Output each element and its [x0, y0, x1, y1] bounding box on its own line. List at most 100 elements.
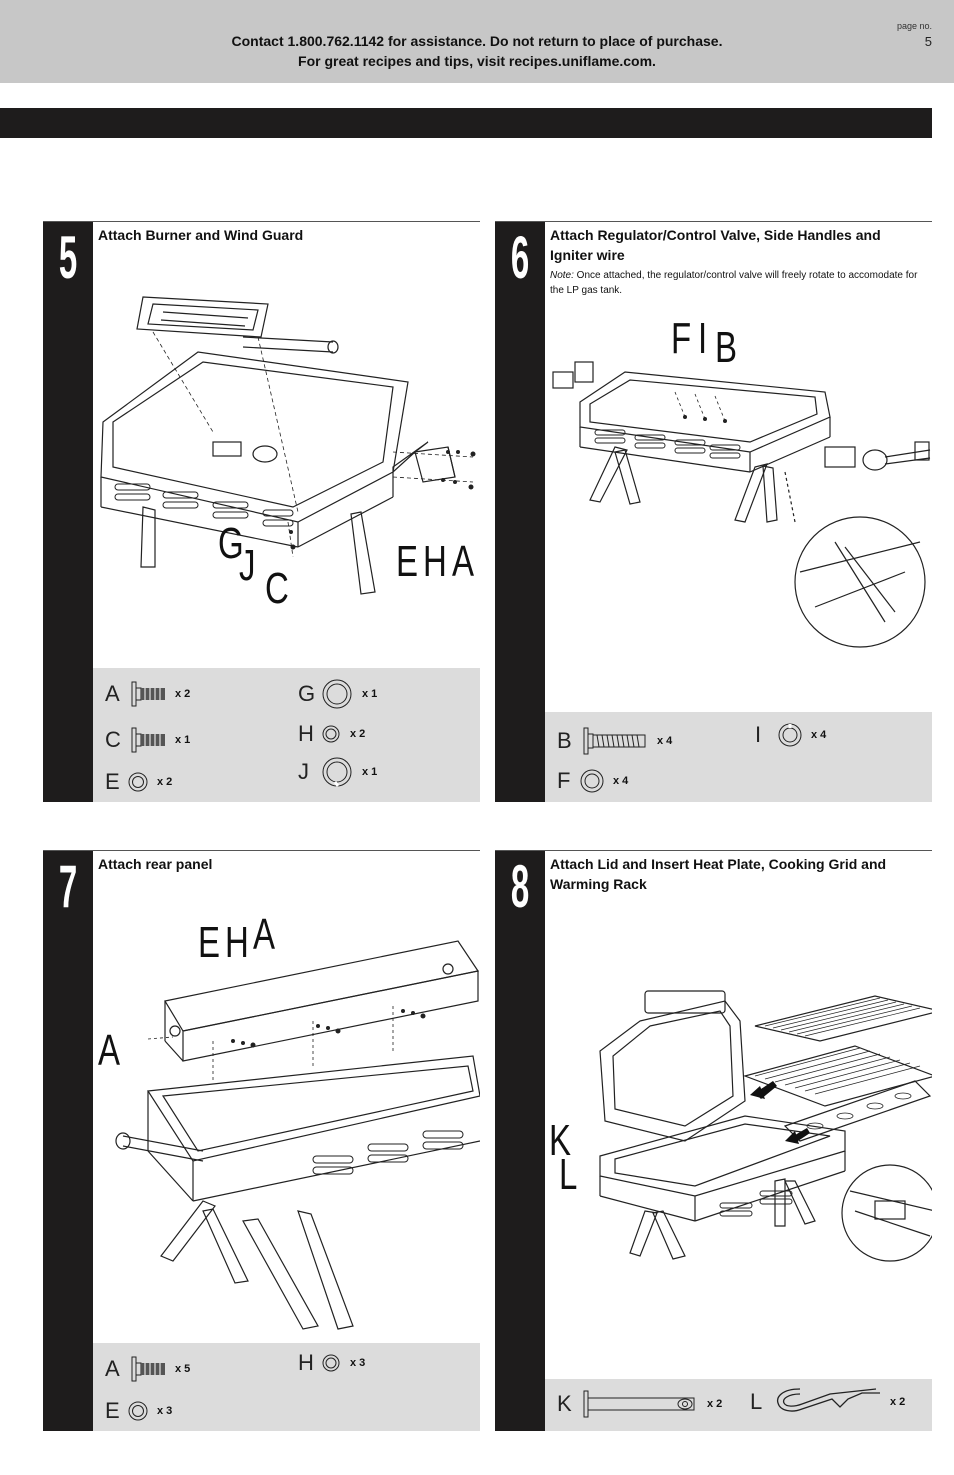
callout-f: F	[671, 314, 692, 363]
part-quantity: x 2	[175, 688, 191, 700]
part-letter: C	[105, 727, 121, 752]
part-quantity: x 2	[707, 1398, 723, 1410]
callout-e: E	[396, 537, 419, 586]
callout-h: H	[225, 918, 249, 967]
part-quantity: x 5	[175, 1363, 191, 1375]
part-j: J x 1	[298, 756, 377, 788]
section-band	[0, 108, 932, 138]
part-letter: L	[750, 1389, 763, 1414]
callout-a-left: A	[98, 1026, 121, 1075]
part-h: H x 3	[298, 1351, 365, 1375]
contact-line-1: Contact 1.800.762.1142 for assistance. D…	[231, 33, 723, 49]
part-k: K x 2	[557, 1389, 722, 1419]
washer-icon	[127, 1400, 149, 1422]
part-h: H x 2	[298, 722, 365, 746]
part-quantity: x 1	[362, 766, 378, 778]
part-letter: A	[105, 1356, 120, 1381]
step-number-bar: 6	[495, 222, 545, 802]
part-quantity: x 1	[175, 734, 191, 746]
long-screw-icon	[579, 726, 649, 756]
rear-panel-illustration	[93, 931, 480, 1343]
bolt-icon	[127, 1355, 167, 1383]
part-letter: G	[298, 681, 316, 706]
part-b: B x 4	[557, 726, 672, 756]
step-6: 6 Attach Regulator/Control Valve, Side H…	[495, 221, 932, 802]
callout-j: J	[239, 541, 256, 590]
washer-icon	[579, 768, 605, 794]
burner-assembly-illustration	[93, 282, 480, 668]
part-quantity: x 3	[350, 1357, 366, 1369]
callout-a: A	[452, 537, 475, 586]
part-letter: F	[557, 768, 571, 793]
part-letter: E	[105, 1398, 120, 1423]
part-letter: J	[298, 759, 309, 784]
ring-icon	[320, 756, 354, 788]
note-label: Note:	[550, 270, 574, 281]
part-letter: B	[557, 728, 572, 753]
part-e: E x 2	[105, 770, 172, 794]
step-number-bar: 8	[495, 851, 545, 1431]
step-title: Attach Lid and Insert Heat Plate, Cookin…	[550, 856, 887, 892]
part-c: C x 1	[105, 726, 190, 754]
step-number: 6	[510, 224, 530, 291]
part-a: A x 5	[105, 1355, 190, 1383]
bolt-icon	[127, 680, 167, 708]
hinge-pin-icon	[579, 1389, 699, 1419]
washer-icon	[127, 771, 149, 793]
part-quantity: x 2	[157, 776, 173, 788]
part-letter: I	[755, 722, 762, 747]
step-7: 7 Attach rear panel	[43, 850, 480, 1431]
part-quantity: x 3	[157, 1405, 173, 1417]
step-number: 8	[510, 853, 530, 920]
washer-icon	[320, 678, 354, 710]
page-number-label: page no.	[896, 21, 932, 31]
contact-line-2: For great recipes and tips, visit recipe…	[298, 53, 656, 69]
nut-icon	[320, 723, 342, 745]
lid-and-grid-illustration	[545, 981, 932, 1271]
parts-panel: K x 2 L x 2	[545, 1379, 932, 1431]
callout-e: E	[198, 918, 221, 967]
callout-g: G	[218, 519, 244, 568]
part-letter: H	[298, 1350, 314, 1375]
callout-k: K	[549, 1116, 572, 1165]
part-quantity: x 2	[350, 728, 366, 740]
part-e: E x 3	[105, 1399, 172, 1423]
part-quantity: x 4	[811, 729, 827, 741]
callout-h: H	[423, 537, 447, 586]
step-number: 7	[58, 853, 78, 920]
contact-info: Contact 1.800.762.1142 for assistance. D…	[0, 31, 954, 71]
part-letter: A	[105, 681, 120, 706]
page-header: Contact 1.800.762.1142 for assistance. D…	[0, 0, 954, 83]
step-number: 5	[58, 224, 78, 291]
part-quantity: x 2	[890, 1396, 906, 1408]
parts-panel: A x 5 E x 3 H x 3	[93, 1343, 480, 1431]
callout-c: C	[265, 564, 289, 613]
step-5: 5 Attach Burner and Wind Guard	[43, 221, 480, 802]
part-l: L x 2	[750, 1385, 905, 1419]
step-number-bar: 5	[43, 222, 93, 802]
note-text: Once attached, the regulator/control val…	[550, 270, 918, 296]
part-quantity: x 4	[657, 735, 673, 747]
part-a: A x 2	[105, 680, 190, 708]
nut-icon	[320, 1352, 342, 1374]
lock-washer-icon	[777, 722, 803, 748]
bolt-icon	[127, 726, 167, 754]
page-number: 5	[924, 34, 932, 49]
parts-panel: A x 2 C x 1 E x 2 G x 1 H x 2 J x 1	[93, 668, 480, 802]
callout-a: A	[253, 910, 276, 959]
part-letter: E	[105, 769, 120, 794]
regulator-assembly-illustration	[545, 342, 932, 662]
step-number-bar: 7	[43, 851, 93, 1431]
part-i: I x 4	[755, 722, 826, 748]
step-8: 8 Attach Lid and Insert Heat Plate, Cook…	[495, 850, 932, 1431]
step-title: Attach rear panel	[98, 856, 213, 872]
part-f: F x 4	[557, 768, 628, 794]
step-title: Attach Burner and Wind Guard	[98, 227, 304, 243]
callout-b: B	[715, 323, 738, 372]
parts-panel: B x 4 F x 4 I x 4	[545, 712, 932, 802]
step-title: Attach Regulator/Control Valve, Side Han…	[550, 227, 881, 263]
part-g: G x 1	[298, 678, 377, 710]
part-letter: K	[557, 1391, 572, 1416]
part-letter: H	[298, 721, 314, 746]
callout-i: I	[698, 314, 708, 363]
